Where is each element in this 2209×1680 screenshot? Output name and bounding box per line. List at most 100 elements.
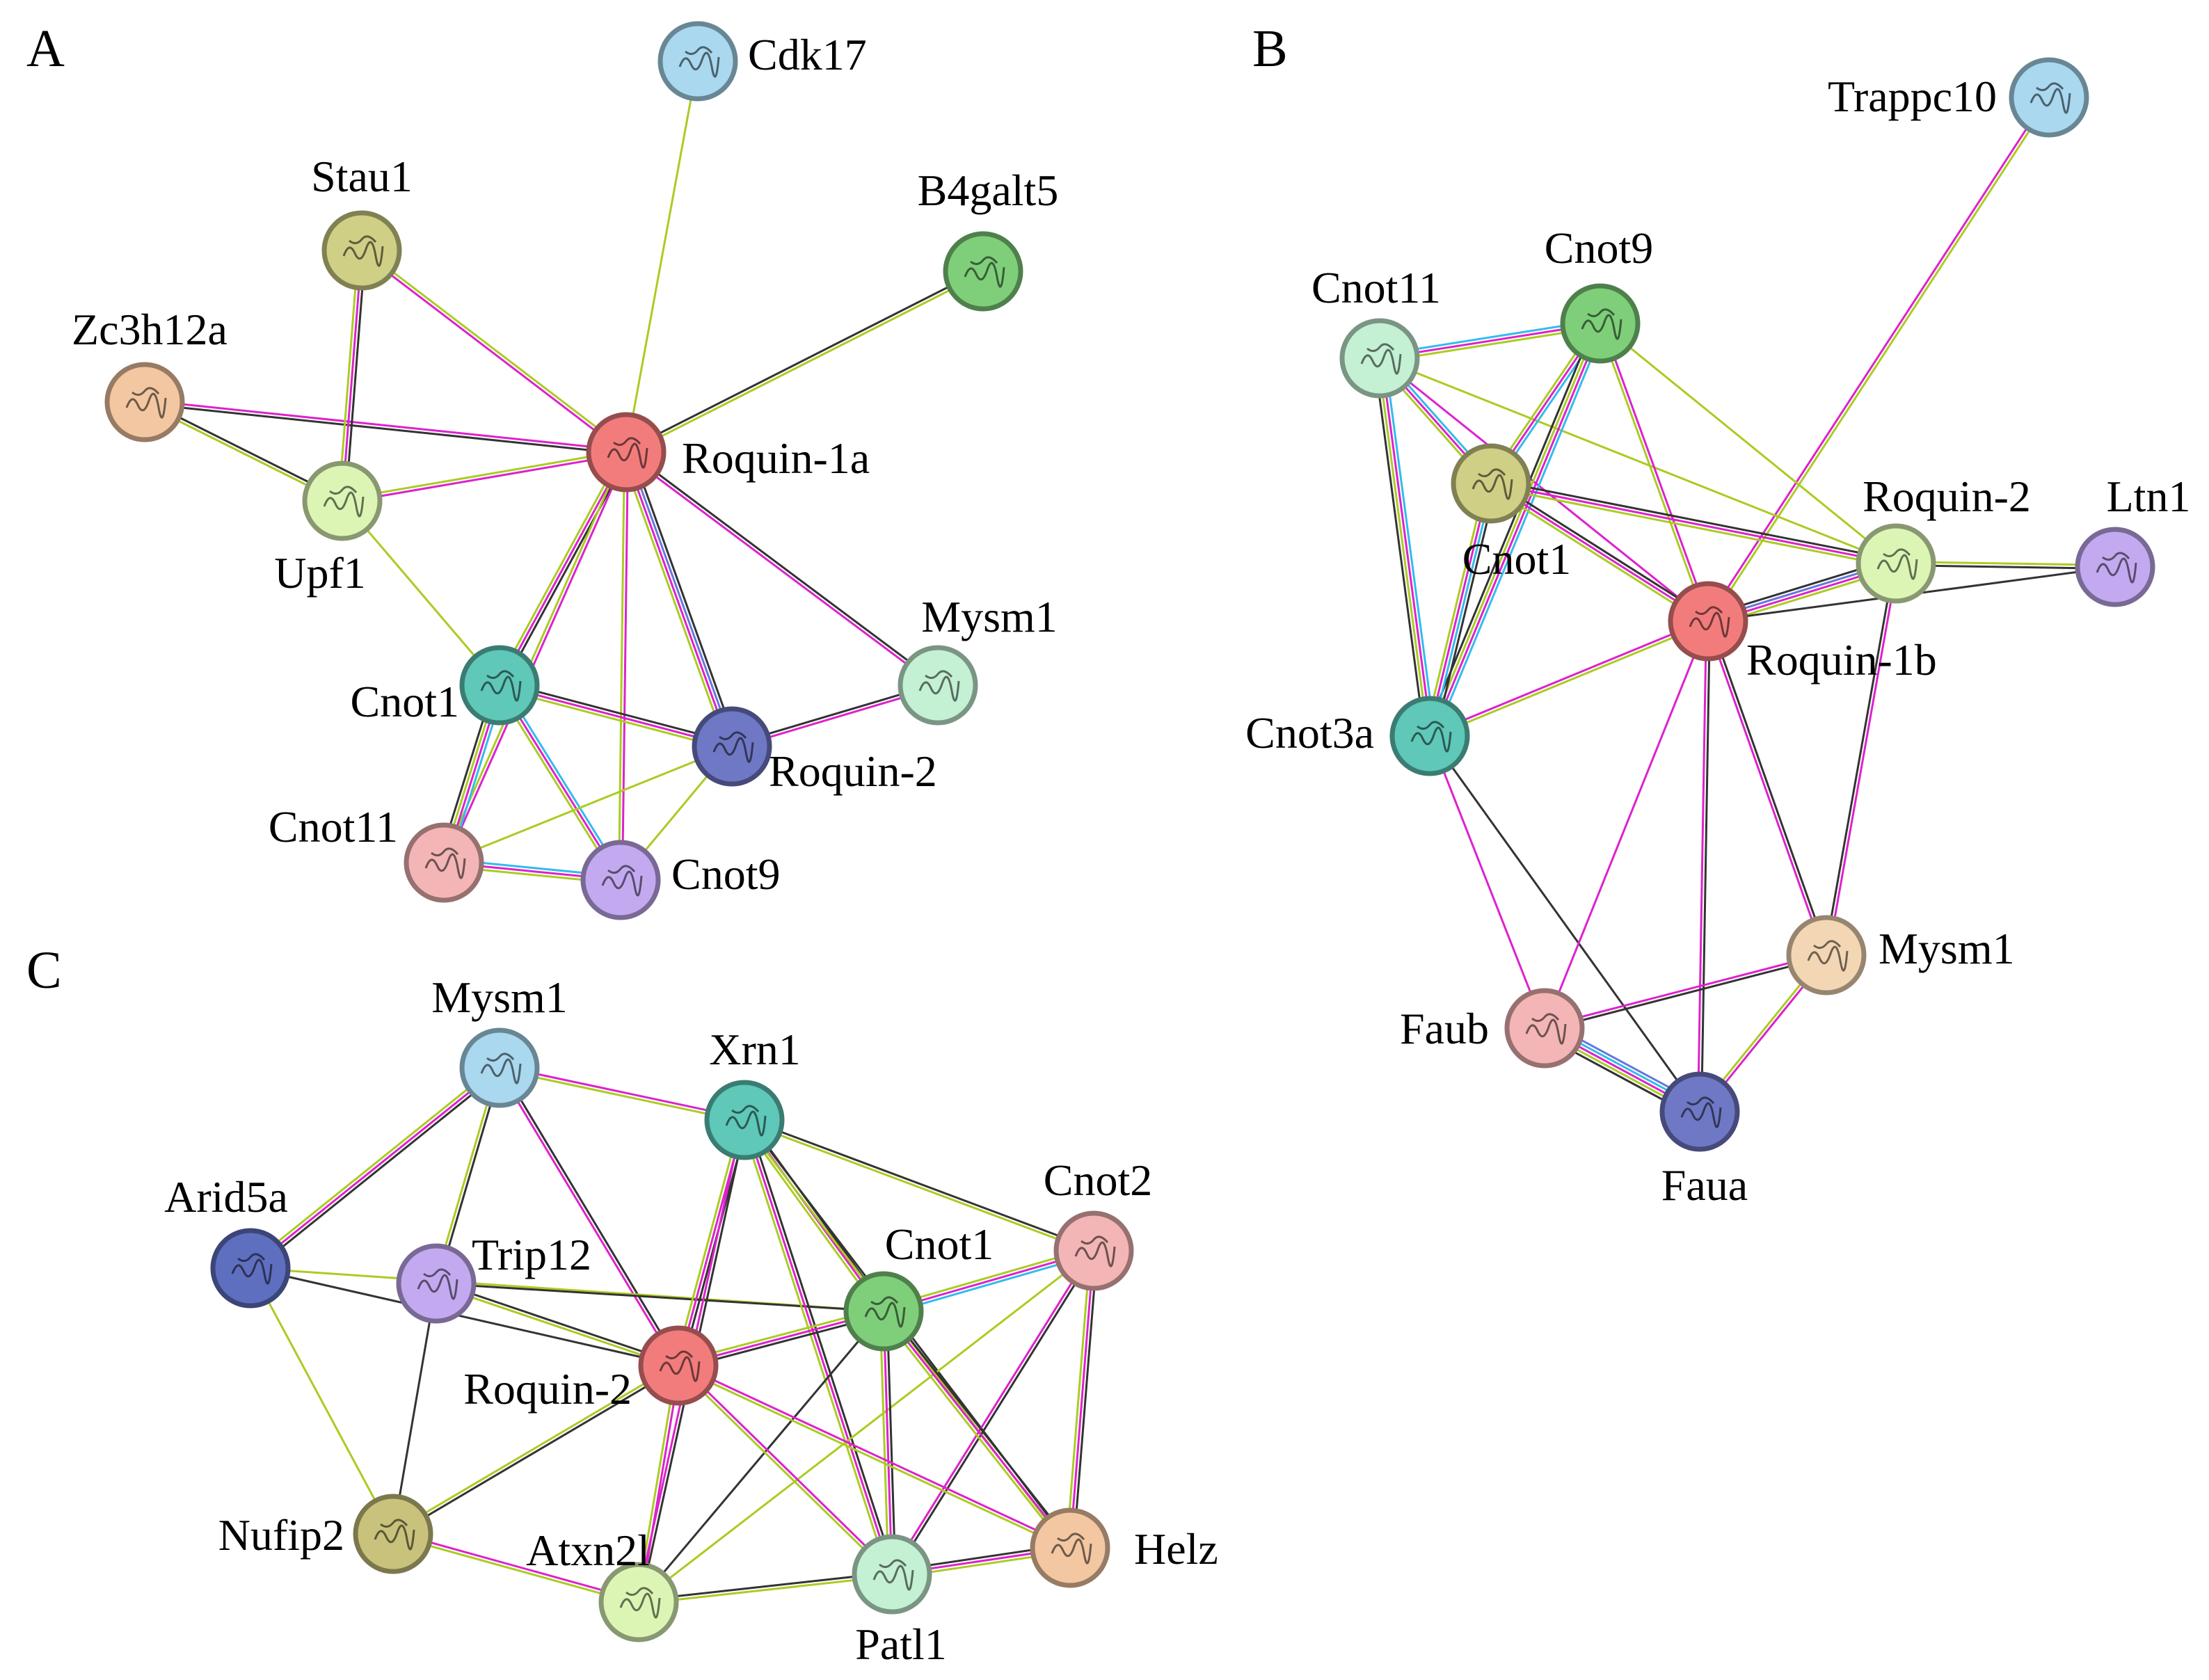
edge-coexpression-line [500,680,733,744]
node-cnot11[interactable] [1339,318,1420,399]
edge-coexpression-line [392,1283,438,1535]
protein-structure-icon [1525,1013,1567,1045]
node-cnot1[interactable] [459,645,540,726]
node-circle[interactable] [692,706,772,787]
node-atxn2l[interactable] [598,1562,679,1642]
edge-coexpression-line [344,250,367,502]
edge-stau1-upf1 [337,250,367,502]
node-circle[interactable] [321,210,402,291]
node-trip12[interactable] [396,1243,477,1324]
edge-coexpression-line [1824,563,1896,955]
node-mysm1[interactable] [1786,915,1867,995]
node-circle[interactable] [898,645,978,726]
node-label-roquin2: Roquin-2 [463,1364,632,1414]
edge-coexpression-line [885,1308,1074,1546]
node-cnot3a[interactable] [1389,696,1470,776]
protein-structure-icon [678,46,720,78]
node-circle[interactable] [210,1228,291,1309]
node-circle[interactable] [638,1325,719,1406]
node-arid5a[interactable] [210,1228,291,1309]
edge-textmining-line [1488,485,1707,625]
node-circle[interactable] [459,645,540,726]
node-circle[interactable] [1053,1210,1134,1291]
edge-database-line [1383,357,1436,736]
node-circle[interactable] [580,840,661,920]
node-cdk17[interactable] [657,21,738,102]
node-b4galt5[interactable] [943,231,1023,312]
node-roquin2[interactable] [1856,523,1936,604]
node-circle[interactable] [1659,1071,1740,1152]
edge-upf1-cnot1 [341,500,501,686]
node-circle[interactable] [852,1534,932,1615]
node-circle[interactable] [302,461,383,541]
node-circle[interactable] [104,362,185,442]
edge-coexpression-line [1072,1251,1099,1549]
node-cnot1[interactable] [843,1271,924,1352]
node-cnot2[interactable] [1053,1210,1134,1291]
node-circle[interactable] [1668,581,1748,662]
protein-structure-icon [607,437,648,469]
node-mysm1[interactable] [898,645,978,726]
node-circle[interactable] [1389,696,1470,776]
node-cnot11[interactable] [404,822,484,903]
node-nufip2[interactable] [353,1494,433,1574]
node-cnot9[interactable] [1560,283,1641,364]
node-cnot9[interactable] [580,840,661,920]
node-circle[interactable] [1339,318,1420,399]
edge-roquin1a-roquin2 [620,449,738,749]
node-circle[interactable] [353,1494,433,1574]
node-roquin1a[interactable] [586,412,667,493]
edge-experiments-line [1430,323,1603,737]
node-zc3h12a[interactable] [104,362,185,442]
node-xrn1[interactable] [704,1080,785,1160]
node-circle[interactable] [1504,988,1585,1069]
node-circle[interactable] [843,1271,924,1352]
node-label-cnot1: Cnot1 [1462,534,1571,584]
node-trappc10[interactable] [2009,57,2089,138]
node-circle[interactable] [2009,57,2089,138]
node-upf1[interactable] [302,461,383,541]
node-helz[interactable] [1030,1507,1110,1588]
node-stau1[interactable] [321,210,402,291]
panel-b-edges [1373,95,2116,1119]
edge-experiments-line [360,250,626,455]
node-circle[interactable] [598,1562,679,1642]
node-circle[interactable] [1030,1507,1110,1588]
edge-coexpression-line [1545,955,1828,1031]
node-circle[interactable] [1786,915,1867,995]
node-mysm1[interactable] [459,1027,540,1108]
node-circle[interactable] [1560,283,1641,364]
edge-cnot1-cnot3a [1424,481,1497,738]
node-circle[interactable] [2075,527,2155,607]
panel-a-label: A [26,19,65,78]
edge-textmining-line [341,500,501,686]
node-roquin2[interactable] [638,1325,719,1406]
node-circle[interactable] [459,1027,540,1108]
node-cnot1[interactable] [1451,443,1531,524]
edge-cnot9-roquin2 [1600,322,1897,565]
edge-textmining-line [498,687,732,751]
edge-coexpression-line [144,402,626,455]
node-faua[interactable] [1659,1071,1740,1152]
node-faub[interactable] [1504,988,1585,1069]
protein-structure-icon [864,1296,906,1328]
node-circle[interactable] [1856,523,1936,604]
edge-arid5a-nufip2 [249,1267,394,1535]
node-roquin2[interactable] [692,706,772,787]
node-roquin1b[interactable] [1668,581,1748,662]
edge-experiments-line [678,1363,894,1574]
node-circle[interactable] [657,21,738,102]
node-circle[interactable] [586,412,667,493]
node-circle[interactable] [1451,443,1531,524]
edge-experiments-line [1380,358,1433,736]
node-circle[interactable] [404,822,484,903]
node-circle[interactable] [704,1080,785,1160]
node-ltn1[interactable] [2075,527,2155,607]
edge-mysm1-arid5a [247,1064,503,1272]
edge-cnot1-atxn2l [637,1311,885,1603]
edge-experiments-line [500,1065,745,1120]
node-patl1[interactable] [852,1534,932,1615]
node-circle[interactable] [943,231,1023,312]
node-circle[interactable] [396,1243,477,1324]
